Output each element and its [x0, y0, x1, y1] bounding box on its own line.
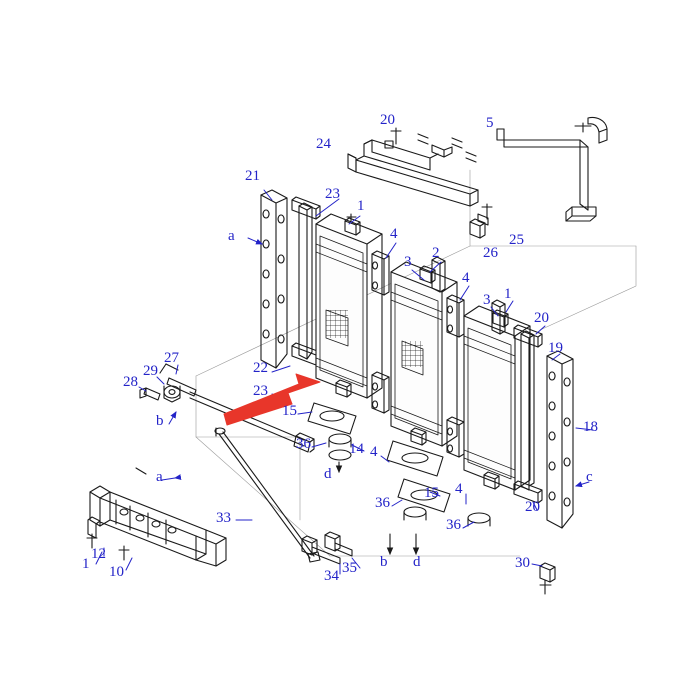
part-27-link — [139, 363, 197, 403]
callout-14: 14 — [349, 441, 364, 457]
callout-18: 18 — [583, 419, 598, 435]
callout-5: 5 — [486, 115, 494, 131]
part-3-plate-b — [491, 299, 506, 335]
callout-15-left: 15 — [282, 403, 297, 419]
callout-a-bottom: a — [156, 469, 163, 485]
callout-33: 33 — [216, 510, 231, 526]
part-33-rod — [214, 427, 321, 563]
leader-lines — [95, 189, 594, 575]
bolt-35 — [301, 535, 341, 565]
bolt-34 — [324, 531, 353, 557]
diagram-geometry — [86, 116, 637, 595]
callout-22: 22 — [253, 360, 268, 376]
callout-4-b: 4 — [462, 270, 470, 286]
part-26-bolt — [469, 218, 486, 239]
callout-a-top: a — [228, 228, 235, 244]
callout-12: 12 — [91, 546, 106, 562]
part-10-lower-tank — [86, 467, 227, 567]
callout-19: 19 — [548, 340, 563, 356]
callout-36-left: 36 — [296, 436, 311, 452]
callout-c: c — [586, 469, 593, 485]
part-4-bracket-b — [371, 371, 390, 414]
part-18-side-rail — [546, 350, 574, 529]
part-4-bracket-a — [371, 250, 390, 296]
callout-25: 25 — [509, 232, 524, 248]
callout-3-a: 3 — [404, 254, 412, 270]
callout-36-mid: 36 — [375, 495, 390, 511]
callout-30: 30 — [515, 555, 530, 571]
callout-20-bottom: 20 — [525, 499, 540, 515]
callout-20-right: 20 — [534, 310, 549, 326]
callout-15-right: 15 — [424, 485, 439, 501]
callout-23-mid: 23 — [253, 383, 268, 399]
upper-frame-bracket — [496, 116, 608, 222]
callout-1-core1: 1 — [357, 198, 365, 214]
part-20-tie-rod-right — [513, 324, 543, 504]
part-21-side-rail — [260, 189, 288, 369]
callout-b-bottom: b — [380, 554, 388, 570]
assembly-arrow — [223, 373, 321, 426]
callout-b-left: b — [156, 413, 164, 429]
callout-34: 34 — [324, 568, 339, 584]
top-cross-bar — [347, 127, 493, 226]
mount-pads-group-right — [386, 440, 491, 556]
cooler-core-2 — [390, 261, 458, 447]
callout-1-core3: 1 — [504, 286, 512, 302]
callout-1-tank: 1 — [82, 556, 90, 572]
callout-23-top: 23 — [325, 186, 340, 202]
callout-24: 24 — [316, 136, 331, 152]
callout-d-bottom: d — [413, 554, 421, 570]
cooler-core-1 — [315, 213, 383, 399]
callout-20-top: 20 — [380, 112, 395, 128]
callout-26: 26 — [483, 245, 498, 261]
callout-4-c: 4 — [370, 444, 378, 460]
callout-2: 2 — [432, 245, 440, 261]
part-23-tie-rod-left — [291, 196, 321, 366]
callout-28: 28 — [123, 374, 138, 390]
callout-4-d: 4 — [455, 481, 463, 497]
part-30-bolt — [539, 562, 556, 595]
mount-pads-group-left — [307, 402, 357, 474]
part-3-plate-a — [431, 256, 446, 293]
callout-21: 21 — [245, 168, 260, 184]
callout-27: 27 — [164, 350, 179, 366]
part-4-bracket-c — [446, 294, 465, 338]
cooler-core-3 — [463, 305, 531, 491]
callout-d-mid: d — [324, 466, 332, 482]
callout-29: 29 — [143, 363, 158, 379]
callout-3-b: 3 — [483, 292, 491, 308]
callout-36-right: 36 — [446, 517, 461, 533]
callout-10: 10 — [109, 564, 124, 580]
callout-4-a: 4 — [390, 226, 398, 242]
callout-35: 35 — [342, 560, 357, 576]
